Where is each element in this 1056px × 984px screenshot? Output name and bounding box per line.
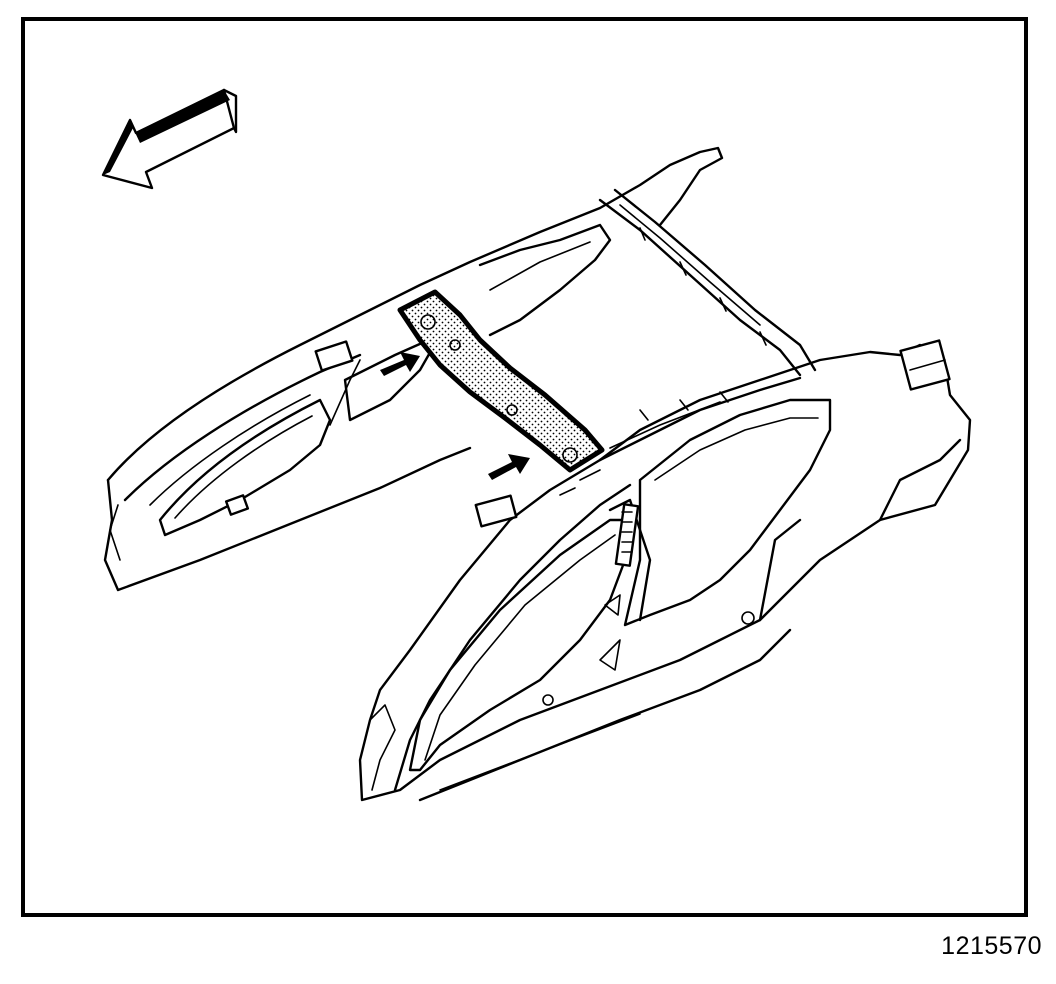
figure-number: 1215570 — [941, 932, 1042, 960]
left-body-side-panel — [103, 146, 724, 592]
indicator-arrow-lower — [488, 454, 530, 480]
highlighted-roof-bow — [397, 289, 605, 473]
illustration-frame — [21, 17, 1028, 917]
front-direction-arrow — [101, 88, 238, 190]
roof-cross-member-rear — [598, 188, 817, 377]
indicator-arrow-upper — [380, 352, 420, 376]
roof-rail-near — [598, 376, 802, 462]
right-body-side-panel — [358, 339, 972, 802]
